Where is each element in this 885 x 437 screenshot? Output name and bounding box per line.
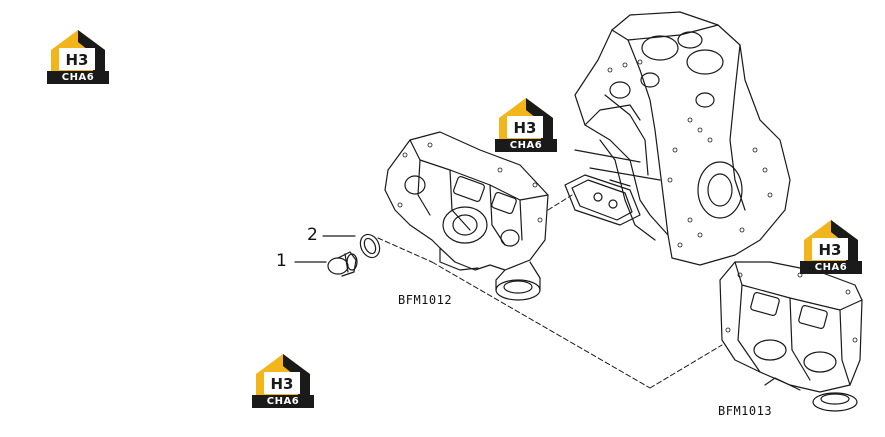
engine-block xyxy=(574,11,791,266)
callout-1: 1 xyxy=(276,251,287,271)
part-code-bfm1012: BFM1012 xyxy=(398,293,453,307)
assembly-lines xyxy=(377,194,723,389)
gasket xyxy=(564,174,641,226)
watermark-text: CHA6 xyxy=(252,395,314,408)
watermark-mark: H3 xyxy=(819,241,842,259)
sealing-washer xyxy=(359,233,381,259)
watermark-mark: H3 xyxy=(514,119,537,137)
house-logo-icon: H3 xyxy=(499,98,553,144)
watermark-mark: H3 xyxy=(271,375,294,393)
house-logo-icon: H3 xyxy=(51,30,105,76)
oil-housing-assembly-bfm1012 xyxy=(384,131,549,301)
part-code-bfm1013: BFM1013 xyxy=(718,404,773,418)
oil-pan-bfm1013 xyxy=(719,261,863,412)
watermark-text: CHA6 xyxy=(495,139,557,152)
drain-plug xyxy=(327,251,358,277)
house-logo-icon: H3 xyxy=(804,220,858,266)
house-logo-icon: H3 xyxy=(256,354,310,400)
watermark-text: CHA6 xyxy=(47,71,109,84)
watermark-logo: H3 CHA6 xyxy=(252,352,314,408)
watermark-logo: H3 CHA6 xyxy=(47,28,109,84)
watermark-mark: H3 xyxy=(66,51,89,69)
callout-2: 2 xyxy=(307,225,318,245)
watermark-text: CHA6 xyxy=(800,261,862,274)
watermark-logo: H3 CHA6 xyxy=(495,96,557,152)
watermark-logo: H3 CHA6 xyxy=(800,218,862,274)
stud-bolts xyxy=(574,149,661,187)
